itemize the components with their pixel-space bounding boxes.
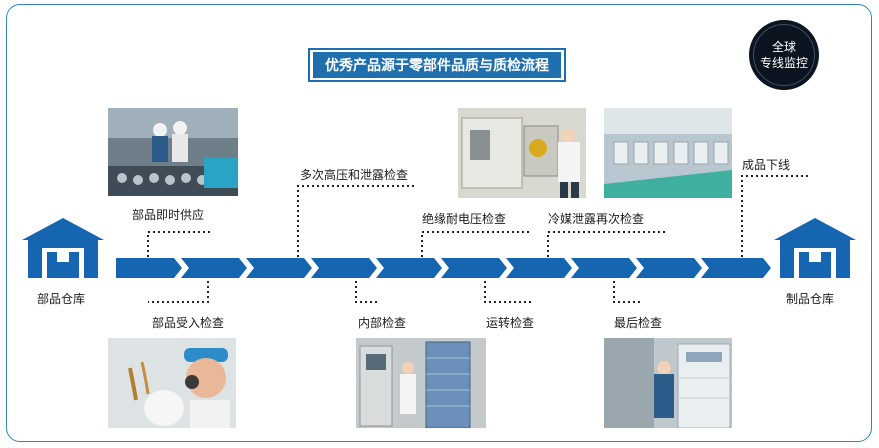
process-arrow-segment <box>441 258 507 278</box>
connector-receiving <box>148 276 209 303</box>
step-label-running: 运转检查 <box>486 316 535 330</box>
badge-line-1: 全球 <box>771 40 796 54</box>
connector-supply <box>147 231 212 262</box>
connector-insulation <box>421 231 530 262</box>
photo-pressure-test <box>458 108 586 198</box>
process-arrow-segment <box>246 258 312 278</box>
start-warehouse-label: 部品仓库 <box>37 292 86 306</box>
photo-internal-inspection <box>356 338 486 428</box>
step-label-supply: 部品即时供应 <box>132 208 205 222</box>
step-label-refrigerant: 冷媒泄露再次检查 <box>548 212 645 226</box>
photo-production-line <box>604 108 732 198</box>
global-monitor-badge: 全球 专线监控 <box>749 20 819 90</box>
step-label-pressure: 多次高压和泄露检查 <box>300 168 409 182</box>
connector-finished <box>741 175 808 262</box>
connector-refrigerant <box>547 231 668 262</box>
step-label-receiving: 部品受入检查 <box>152 316 225 330</box>
photo-receiving-inspection <box>108 338 236 428</box>
process-arrow-segment <box>571 258 637 278</box>
process-arrow-segment <box>181 258 247 278</box>
process-arrow-segment <box>701 258 771 278</box>
badge-ring <box>753 24 815 86</box>
process-arrow-segment <box>116 258 182 278</box>
process-arrow-segment <box>636 258 702 278</box>
photo-parts-supply <box>108 108 238 196</box>
process-arrow-segment <box>311 258 377 278</box>
process-arrow-segment <box>376 258 442 278</box>
process-arrows <box>116 258 771 278</box>
photo-final-inspection <box>604 338 732 428</box>
connector-pressure <box>297 185 415 262</box>
title-box: 优秀产品源于零部件品质与质检流程 <box>308 48 566 82</box>
step-label-insulation: 绝缘耐电压检查 <box>422 212 507 226</box>
connector-running <box>484 276 532 303</box>
end-warehouse-label: 制品仓库 <box>786 292 835 306</box>
step-label-internal: 内部检查 <box>358 316 407 330</box>
connector-internal <box>355 276 378 303</box>
step-label-final: 最后检查 <box>614 316 663 330</box>
connector-final <box>613 276 640 303</box>
warehouse-icon <box>774 218 856 278</box>
connector-lines <box>147 175 808 303</box>
diagram-title: 优秀产品源于零部件品质与质检流程 <box>313 52 561 78</box>
step-label-finished: 成品下线 <box>742 158 791 172</box>
warehouse-icon <box>22 218 104 278</box>
badge-line-2: 专线监控 <box>759 56 808 70</box>
process-arrow-segment <box>506 258 572 278</box>
